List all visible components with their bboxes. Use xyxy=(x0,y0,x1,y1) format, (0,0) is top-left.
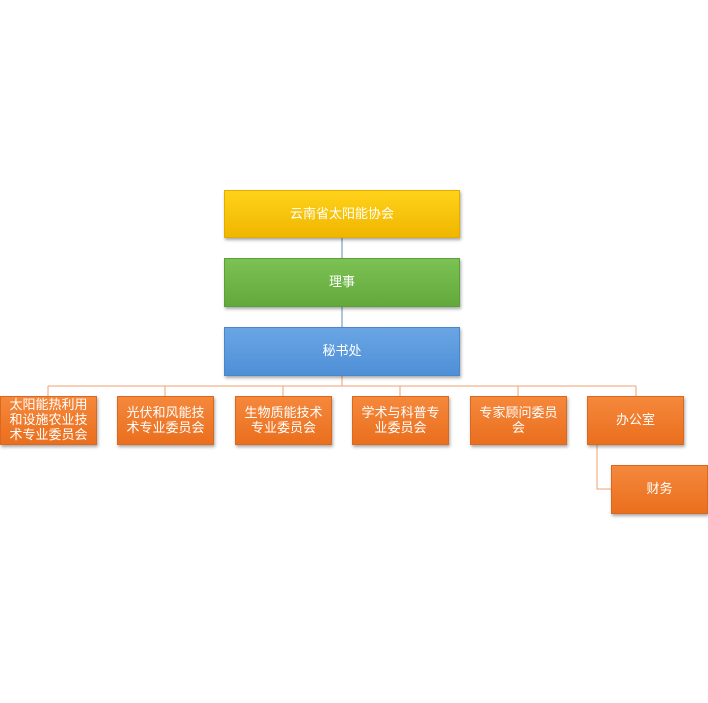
node-association-label: 云南省太阳能协会 xyxy=(289,206,394,222)
node-office: 办公室 xyxy=(587,396,684,445)
node-committee-label: 学术与科普专业委员会 xyxy=(361,405,440,436)
node-association: 云南省太阳能协会 xyxy=(224,190,460,238)
node-council: 理事 xyxy=(224,258,460,307)
node-committee-label: 太阳能热利用和设施农业技术专业委员会 xyxy=(9,398,88,443)
node-finance: 财务 xyxy=(611,465,708,514)
node-committee-label: 生物质能技术专业委员会 xyxy=(244,405,323,436)
node-committee-academic: 学术与科普专业委员会 xyxy=(352,396,449,445)
node-council-label: 理事 xyxy=(328,275,355,290)
node-secretariat: 秘书处 xyxy=(224,327,460,376)
node-secretariat-label: 秘书处 xyxy=(322,344,362,359)
node-committee-biomass: 生物质能技术专业委员会 xyxy=(235,396,332,445)
node-committee-pv-wind: 光伏和风能技术专业委员会 xyxy=(117,396,214,445)
node-committee-label: 光伏和风能技术专业委员会 xyxy=(126,405,205,436)
node-committee-solar-thermal: 太阳能热利用和设施农业技术专业委员会 xyxy=(0,396,97,445)
node-finance-label: 财务 xyxy=(646,482,673,497)
connector-office-finance xyxy=(596,445,611,490)
node-office-label: 办公室 xyxy=(615,413,655,428)
node-committee-expert-advisory: 专家顾问委员会 xyxy=(470,396,567,445)
node-committee-label: 专家顾问委员会 xyxy=(479,405,558,436)
